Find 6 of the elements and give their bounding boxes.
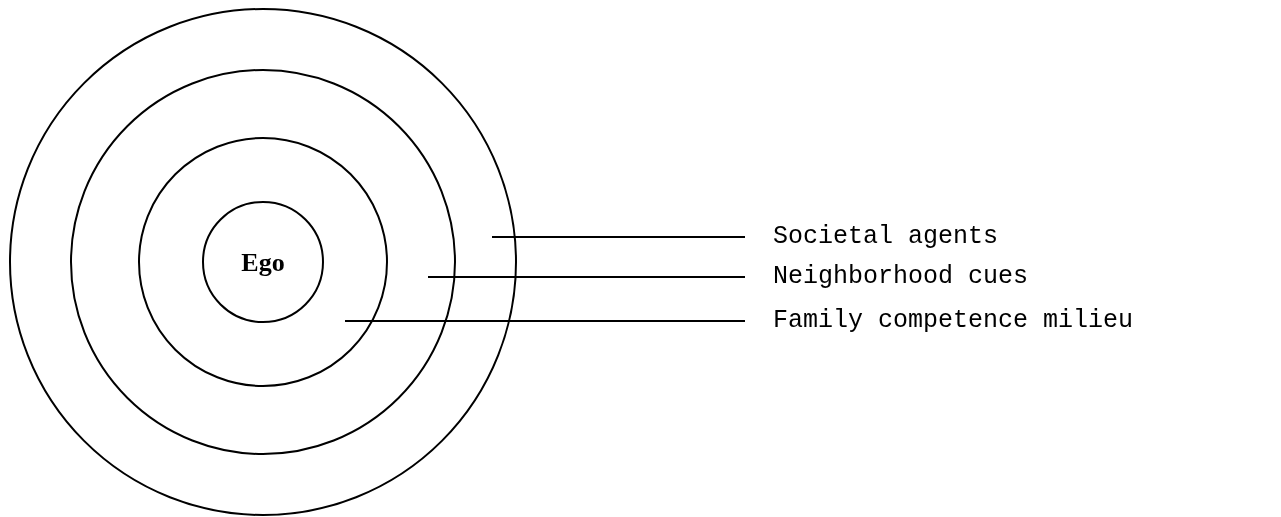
ring-label: Neighborhood cues	[773, 262, 1029, 292]
ring-label: Family competence milieu	[773, 306, 1134, 336]
ring-label: Societal agents	[773, 222, 999, 252]
leader-line	[491, 236, 746, 238]
leader-line	[427, 276, 746, 278]
leader-line	[344, 320, 746, 322]
